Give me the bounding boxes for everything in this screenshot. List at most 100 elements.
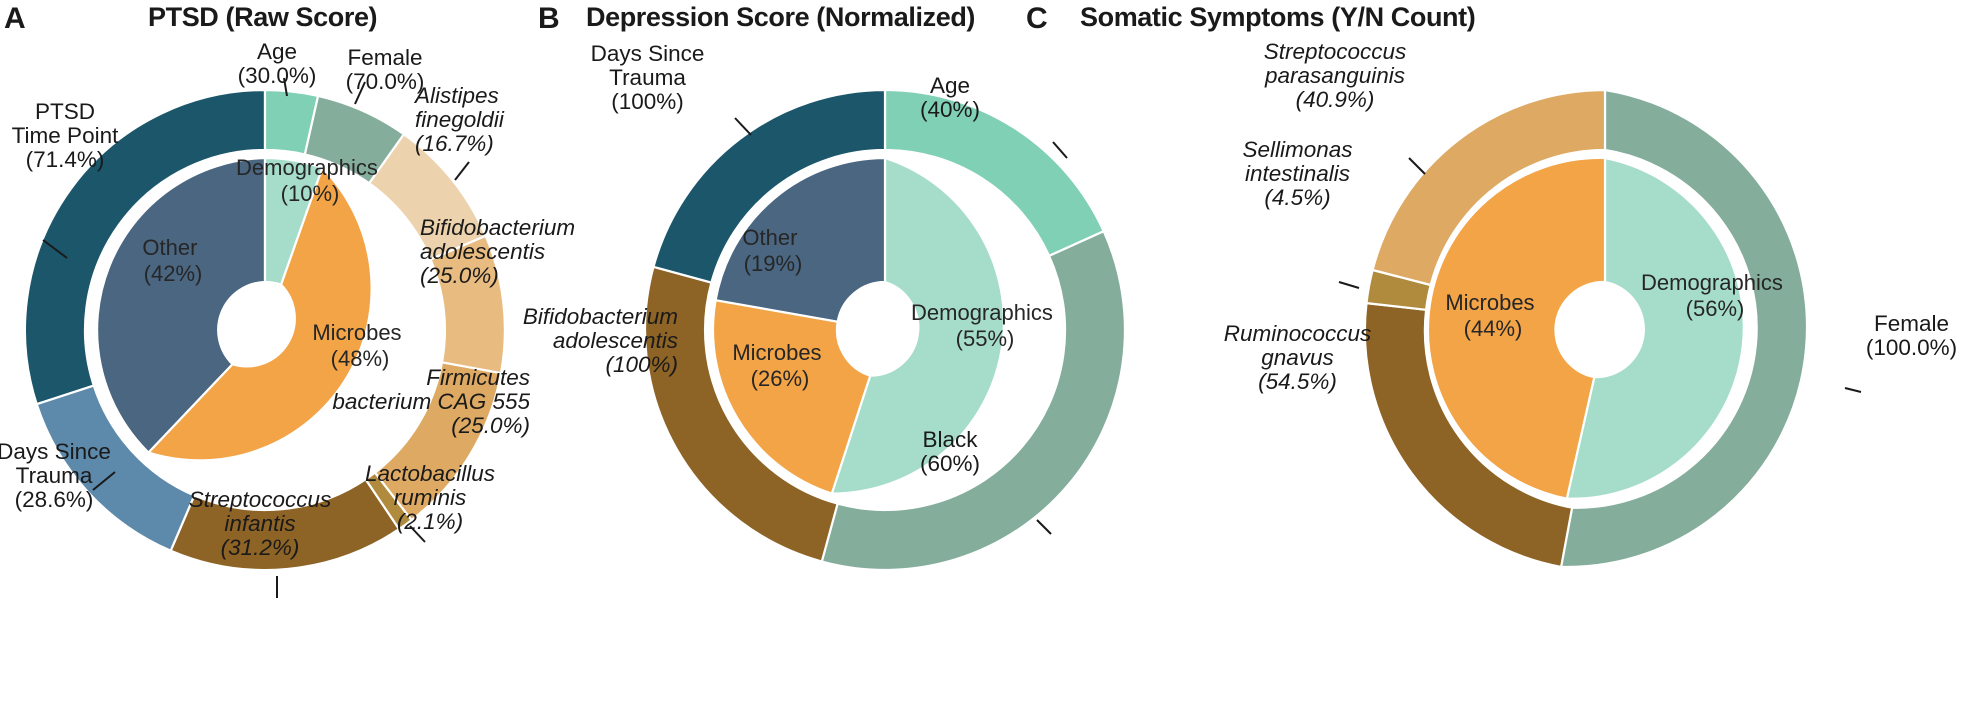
inner-label-demographics-line1: Demographics bbox=[236, 155, 378, 180]
leader-age bbox=[1052, 141, 1068, 159]
b-inner-micro-l1: Microbes bbox=[732, 340, 821, 365]
leader-female bbox=[1844, 387, 1862, 393]
label-lacto-l1: Lactobacillus bbox=[364, 461, 496, 486]
inner-label-other: Other (19%) bbox=[742, 225, 803, 276]
label-firmicutes-l2: bacterium CAG 555 bbox=[332, 388, 530, 414]
b-dst-l3: (100%) bbox=[611, 88, 684, 114]
label-ptsd-time-point-l2: Time Point bbox=[11, 122, 119, 148]
c-rumino-l2: gnavus bbox=[1261, 344, 1334, 370]
b-inner-demo-l1: Demographics bbox=[911, 300, 1053, 325]
wedge-outer-ptsd-time-point[interactable] bbox=[23, 88, 267, 406]
leader-alistipes bbox=[454, 161, 470, 181]
wedge-inner-other[interactable] bbox=[96, 156, 267, 455]
leader-female bbox=[354, 81, 366, 105]
c-inner-demo-l2: (56%) bbox=[1686, 296, 1745, 321]
label-strep-inf-l2: infantis bbox=[224, 510, 296, 536]
inner-label-demographics: Demographics (10%) bbox=[236, 155, 384, 206]
panel-b: B Depression Score (Normalized) Oth bbox=[523, 0, 1127, 713]
leader-ptsd-time-point bbox=[42, 239, 68, 259]
wedge-inner-microbes[interactable] bbox=[146, 165, 373, 462]
label-dst-l1: Days Since bbox=[0, 439, 111, 464]
b-inner-other-l2: (19%) bbox=[744, 251, 803, 276]
b-black-l2: (60%) bbox=[919, 450, 981, 476]
wedge-inner-demographics[interactable] bbox=[1565, 156, 1745, 500]
label-age: Age (40%) bbox=[890, 74, 1010, 122]
label-days-since-trauma: Days Since Trauma (28.6%) bbox=[0, 440, 114, 512]
b-bifido-l2: adolescentis bbox=[552, 327, 678, 353]
label-female-l1: Female bbox=[347, 45, 423, 70]
label-strep-inf-l1: Streptococcus bbox=[188, 487, 332, 512]
label-age-l1: Age bbox=[256, 39, 298, 64]
label-dst-l2: Trauma bbox=[15, 462, 93, 488]
inner-label-microbes: Microbes (48%) bbox=[312, 320, 407, 371]
label-firmicutes-l1: Firmicutes bbox=[426, 365, 530, 390]
label-streptococcus-parasanguinis: Streptococcus parasanguinis (40.9%) bbox=[1220, 40, 1450, 112]
inner-label-demographics-line2: (10%) bbox=[281, 181, 340, 206]
panel-b-donut: Other (19%) Microbes (26%) Demographics … bbox=[643, 88, 1127, 572]
label-alistipes-finegoldii: Alistipes finegoldii (16.7%) bbox=[415, 84, 565, 156]
label-lacto-l2: ruminis bbox=[393, 484, 467, 510]
label-bifido-l3: (25.0%) bbox=[420, 262, 499, 288]
b-bifido-l1: Bifidobacterium bbox=[522, 304, 678, 329]
b-age-l2: (40%) bbox=[919, 96, 981, 122]
panel-c-donut: Microbes (44%) Demographics (56%) bbox=[1338, 88, 1862, 569]
inner-label-microbes-line1: Microbes bbox=[312, 320, 401, 345]
label-bifido-l2: adolescentis bbox=[420, 238, 546, 264]
wedge-inner-demographics[interactable] bbox=[830, 156, 1006, 495]
panel-c: C Somatic Symptoms (Y/N Count) Microbes bbox=[1020, 0, 1975, 713]
c-inner-demo-l1: Demographics bbox=[1641, 270, 1783, 295]
c-selli-l1: Sellimonas bbox=[1242, 137, 1353, 162]
inner-label-microbes-line2: (48%) bbox=[331, 346, 390, 371]
inner-label-other: Other (42%) bbox=[142, 235, 203, 286]
wedge-inner-microbes[interactable] bbox=[711, 298, 872, 495]
wedge-outer-streptococcus-parasanguinis[interactable] bbox=[1371, 88, 1607, 287]
inner-label-demographics: Demographics (56%) bbox=[1641, 270, 1789, 321]
label-ptsd-time-point-l3: (71.4%) bbox=[25, 146, 105, 172]
leader-age bbox=[283, 77, 288, 97]
leader-lactobacillus bbox=[409, 525, 426, 543]
panel-a-letter: A bbox=[4, 2, 26, 35]
c-rumino-l3: (54.5%) bbox=[1258, 368, 1337, 394]
c-selli-l2: intestinalis bbox=[1244, 160, 1351, 186]
label-bifido-l1: Bifidobacterium bbox=[420, 215, 576, 240]
label-lactobacillus-ruminis: Lactobacillus ruminis (2.1%) bbox=[350, 462, 510, 534]
label-age: Age (30.0%) bbox=[222, 40, 332, 88]
label-bifidobacterium-adolescentis: Bifidobacterium adolescentis (100%) bbox=[468, 305, 678, 377]
inner-label-demographics: Demographics (55%) bbox=[911, 300, 1059, 351]
panel-a-donut: Other (42%) Demographics (10%) Microbes … bbox=[23, 77, 506, 598]
label-age-l2: (30.0%) bbox=[237, 62, 317, 88]
panel-c-letter: C bbox=[1026, 2, 1048, 35]
c-strep-l3: (40.9%) bbox=[1295, 86, 1375, 112]
c-strep-l2: parasanguinis bbox=[1264, 62, 1406, 88]
wedge-inner-other[interactable] bbox=[714, 156, 887, 323]
c-rumino-l1: Ruminococcus bbox=[1223, 321, 1372, 346]
label-lacto-l3: (2.1%) bbox=[396, 508, 464, 534]
b-inner-other-l1: Other bbox=[742, 225, 797, 250]
wedge-inner-microbes[interactable] bbox=[1426, 156, 1607, 500]
wedge-outer-days-since-trauma[interactable] bbox=[652, 88, 887, 284]
b-bifido-l3: (100%) bbox=[605, 351, 678, 377]
label-firmicutes-l3: (25.0%) bbox=[451, 412, 530, 438]
label-black: Black (60%) bbox=[890, 428, 1010, 476]
c-inner-micro-l2: (44%) bbox=[1464, 316, 1523, 341]
c-female-l2: (100.0%) bbox=[1865, 334, 1958, 360]
wedge-outer-black[interactable] bbox=[820, 229, 1127, 572]
wedge-inner-demographics[interactable] bbox=[263, 156, 324, 287]
label-ruminococcus-gnavus: Ruminococcus gnavus (54.5%) bbox=[1190, 322, 1405, 394]
label-female: Female (100.0%) bbox=[1844, 312, 1975, 360]
wedge-outer-female[interactable] bbox=[1559, 88, 1809, 569]
panel-a: A PTSD (Raw Score) bbox=[0, 0, 575, 713]
label-alistipes-l1: Alistipes bbox=[415, 83, 499, 108]
label-bifidobacterium-adolescentis: Bifidobacterium adolescentis (25.0%) bbox=[420, 216, 620, 288]
inner-label-other-line1: Other bbox=[142, 235, 197, 260]
leader-streptococcus-parasanguinis bbox=[1408, 157, 1426, 175]
panel-a-title: PTSD (Raw Score) bbox=[148, 2, 378, 32]
b-dst-l1: Days Since bbox=[590, 41, 705, 66]
wedge-outer-age[interactable] bbox=[263, 88, 320, 156]
label-ptsd-time-point-l1: PTSD bbox=[34, 99, 95, 124]
label-streptococcus-infantis: Streptococcus infantis (31.2%) bbox=[170, 488, 350, 560]
label-female-l2: (70.0%) bbox=[345, 68, 425, 94]
c-inner-micro-l1: Microbes bbox=[1445, 290, 1534, 315]
c-selli-l3: (4.5%) bbox=[1264, 184, 1331, 210]
